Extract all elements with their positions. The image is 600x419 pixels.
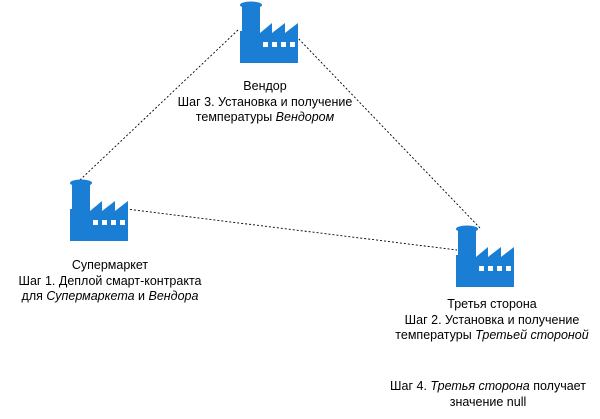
third-party-italic-actor: Третьей стороной <box>475 328 589 342</box>
supermarket-italic-actor-b: Вендора <box>148 289 199 303</box>
vendor-title: Вендор <box>243 79 287 93</box>
step4-line1: Шаг 4. Третья сторона получает <box>390 379 586 393</box>
supermarket-title: Супермаркет <box>71 258 149 272</box>
vendor-step-line2: температуры Вендором <box>195 110 335 124</box>
vendor-italic-actor: Вендором <box>275 110 335 124</box>
edge-vendor-supermarket <box>79 29 239 181</box>
step4-note: Шаг 4. Третья сторона получает значение … <box>380 379 596 410</box>
supermarket-step-line2: для Супермаркета и Вендора <box>21 289 199 303</box>
step4-line2: значение null <box>449 394 527 409</box>
third-party-step-line1: Шаг 2. Установка и получение <box>404 312 580 327</box>
vendor-step-line1: Шаг 3. Установка и получение <box>177 94 353 109</box>
edge-vendor-third-party <box>295 35 481 229</box>
vendor-factory-icon <box>238 1 300 65</box>
supermarket-caption: Супермаркет Шаг 1. Деплой смарт-контракт… <box>0 258 220 305</box>
supermarket-step-line1: Шаг 1. Деплой смарт-контракта <box>18 273 202 288</box>
vendor-caption: Вендор Шаг 3. Установка и получение темп… <box>150 79 380 126</box>
third-party-factory-icon <box>454 225 516 289</box>
third-party-caption: Третья сторона Шаг 2. Установка и получе… <box>384 297 600 344</box>
supermarket-italic-actor-a: Супермаркета <box>46 289 135 303</box>
third-party-step-line2: температуры Третьей стороной <box>395 328 589 342</box>
supermarket-factory-icon <box>68 179 130 243</box>
edge-supermarket-third-party <box>125 208 458 251</box>
step4-italic-actor: Третья сторона <box>430 379 530 393</box>
third-party-title: Третья сторона <box>447 297 537 311</box>
